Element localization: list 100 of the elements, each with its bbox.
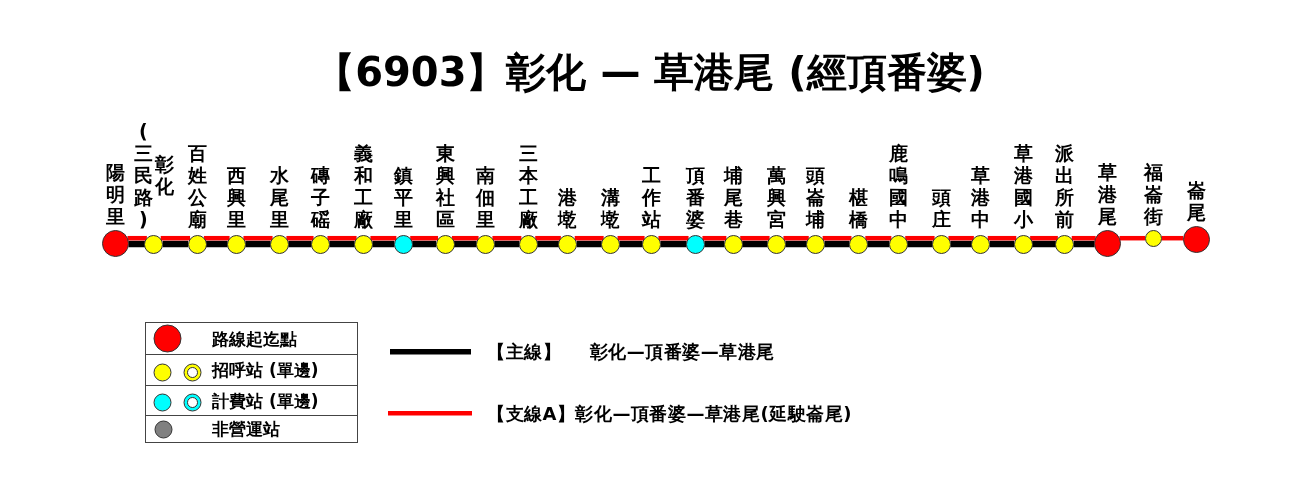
station-name: 磚子磘: [310, 164, 331, 230]
route-line: [327, 235, 357, 241]
route-line: [987, 235, 1017, 241]
station-circle: [848, 234, 868, 254]
station-name: 萬興宮: [766, 164, 787, 230]
station-name: 派出所前: [1054, 142, 1076, 230]
route-line: [329, 240, 355, 248]
station-name: 頭庄: [931, 186, 952, 230]
legend-text: 【主線】 彰化—頂番婆—草港尾: [487, 340, 775, 364]
route-line: [451, 235, 479, 241]
station-name: 彰化: [153, 153, 175, 197]
route-line: [1032, 240, 1056, 248]
station-circle: [144, 234, 164, 254]
legend-text: 計費站 (單邊): [212, 390, 319, 411]
station-name: 草港中: [970, 164, 992, 230]
station-circle: [723, 234, 743, 254]
station-circle: [1013, 234, 1033, 254]
route-line: [617, 235, 645, 241]
route-line: [205, 240, 228, 248]
legend-text: 【支線A】彰化—頂番婆—草港尾(延駛崙尾): [487, 401, 852, 426]
route-line: [704, 240, 725, 248]
route-line: [950, 240, 972, 248]
station-name: 三本工廠: [517, 142, 539, 230]
station-circle: [435, 234, 455, 254]
route-line: [1119, 235, 1146, 241]
route-line: [372, 240, 395, 248]
route-line: [740, 235, 770, 241]
route-line: [1073, 240, 1095, 248]
station-name: 頂番婆: [685, 164, 706, 230]
station-name: 溝墘: [600, 186, 622, 230]
station-circle: [270, 234, 289, 254]
station-circle: [476, 234, 495, 254]
route-line: [160, 235, 191, 241]
station-name: 陽明里: [104, 160, 126, 227]
route-line: [619, 240, 643, 248]
station-name: 草港國小: [1012, 142, 1034, 230]
route-line: [494, 240, 520, 248]
station-circle: [187, 234, 207, 254]
route-line: [245, 240, 271, 248]
legend-text: 路線起迄點: [212, 328, 297, 349]
station-name: 頭崙埔: [805, 164, 827, 230]
route-line: [1071, 235, 1096, 241]
route-line: [907, 240, 933, 248]
station-circle: [101, 229, 129, 257]
route-line: [128, 240, 145, 248]
station-circle: [1144, 229, 1163, 248]
route-line: [243, 235, 273, 241]
route-line: [822, 235, 852, 241]
route-line: [1161, 235, 1184, 241]
route-line: [535, 235, 561, 241]
legend-text: 招呼站 (單邊): [212, 360, 319, 380]
route-line: [865, 235, 892, 241]
station-circle: [971, 234, 991, 254]
station-name: 港墘: [557, 186, 579, 230]
station-name: 埔尾巷: [722, 164, 744, 230]
route-line: [742, 240, 768, 248]
route-line: [162, 240, 189, 248]
station-name: 崙尾: [1185, 178, 1207, 223]
station-circle: [806, 234, 826, 254]
station-name: 義和工廠: [353, 142, 374, 230]
station-name: 東興社區: [434, 142, 456, 230]
station-circle: [393, 234, 413, 254]
route-line: [492, 235, 522, 241]
station-circle: [227, 234, 246, 254]
station-circle: [558, 234, 578, 254]
route-line: [203, 235, 230, 241]
station-circle: [601, 234, 621, 254]
route-line: [286, 235, 314, 241]
station-name: 鹿鳴國中: [887, 142, 909, 230]
route-line: [702, 235, 727, 241]
route-line: [127, 235, 147, 241]
station-name: 草港尾: [1097, 160, 1119, 227]
route-line: [660, 240, 687, 248]
route-line: [288, 240, 312, 248]
legend-text: 非營運站: [212, 419, 280, 439]
station-name: 南佃里: [475, 164, 496, 230]
station-circle: [686, 234, 705, 254]
station-circle: [767, 234, 786, 254]
route-line: [412, 240, 437, 248]
station-name: 水尾里: [269, 164, 290, 230]
station-circle: [1094, 229, 1122, 258]
route-line: [370, 235, 397, 241]
route-line: [867, 240, 890, 248]
station-circle: [1182, 225, 1210, 254]
station-name: 百姓公廟: [186, 142, 208, 230]
route-line: [785, 240, 807, 248]
route-line: [574, 235, 604, 241]
route-line: [1030, 235, 1058, 241]
station-name: 工作站: [641, 164, 662, 230]
route-line: [537, 240, 559, 248]
route-line: [948, 235, 974, 241]
route-line: [658, 235, 689, 241]
route-line: [989, 240, 1015, 248]
route-line: [453, 240, 477, 248]
station-name: 西興里: [226, 164, 247, 230]
station-circle: [888, 234, 908, 254]
route-line: [905, 235, 935, 241]
station-circle: [311, 234, 330, 254]
station-name: (三民路): [132, 120, 154, 230]
station-circle: [642, 234, 661, 254]
